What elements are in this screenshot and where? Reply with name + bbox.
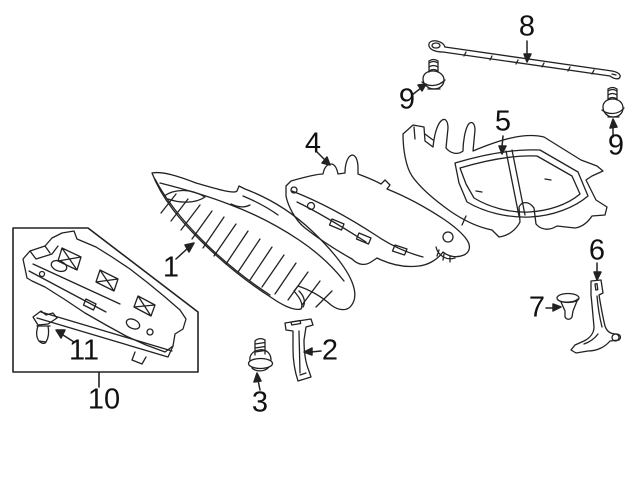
arrow-to-part-8 — [523, 40, 532, 63]
part-6-bracket — [570, 279, 622, 354]
arrow-to-part-5 — [498, 135, 507, 155]
part-1-front-splash-shield — [151, 171, 356, 311]
callout-7[interactable]: 7 — [528, 291, 546, 324]
part-9-bolt-right — [601, 86, 625, 118]
callout-11[interactable]: 11 — [68, 334, 100, 367]
callout-arrows — [55, 40, 618, 391]
part-1-ribs — [160, 193, 333, 308]
part-10-cover — [22, 230, 187, 365]
callout-8[interactable]: 8 — [518, 10, 536, 43]
callout-10[interactable]: 10 — [87, 383, 121, 416]
arrow-to-part-11 — [55, 329, 75, 343]
part-5-rear-splash-shield — [402, 118, 608, 238]
callout-3[interactable]: 3 — [251, 386, 269, 419]
arrow-to-part-4 — [316, 151, 331, 166]
callout-4[interactable]: 4 — [304, 127, 322, 160]
arrow-to-part-7 — [545, 303, 562, 312]
callout-5[interactable]: 5 — [494, 105, 512, 138]
callout-6[interactable]: 6 — [588, 234, 606, 267]
arrow-to-part-2 — [303, 347, 322, 356]
arrow-to-part-6 — [593, 262, 602, 281]
part-11-clip — [32, 310, 58, 345]
part-2-bracket — [284, 318, 314, 382]
arrow-to-part-3 — [253, 372, 262, 391]
callout-2[interactable]: 2 — [321, 334, 339, 367]
callout-9-right[interactable]: 9 — [607, 129, 625, 162]
arrow-to-part-1 — [175, 242, 195, 260]
part-9-bolt-left — [421, 58, 446, 90]
arrow-to-part-9-left — [411, 83, 427, 96]
arrow-to-part-9-right — [609, 118, 618, 138]
part-3-bolt — [247, 337, 274, 372]
part-4-center-splash-shield — [285, 154, 471, 268]
callout-9-left[interactable]: 9 — [398, 83, 416, 116]
part-7-clip — [556, 292, 580, 320]
part-10-inset-box — [12, 227, 199, 388]
part-8-support-rod — [428, 40, 621, 80]
callout-1[interactable]: 1 — [162, 251, 180, 284]
